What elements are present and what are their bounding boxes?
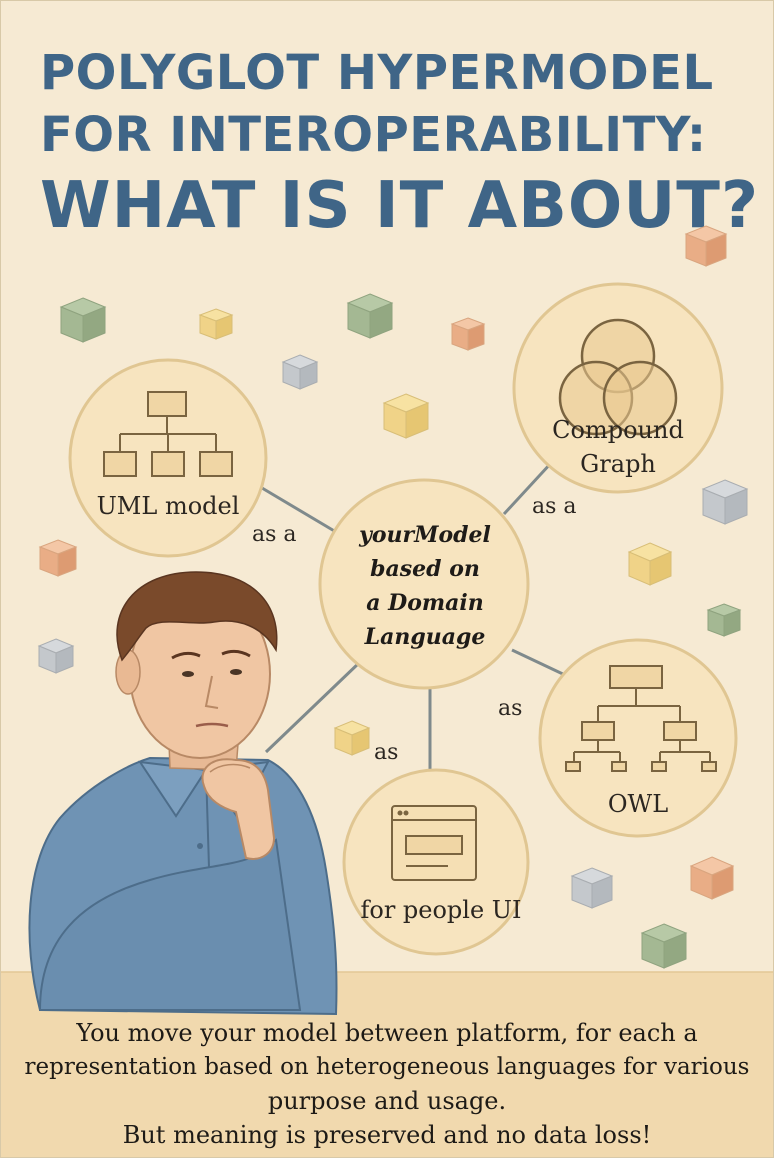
decorative-cubes [37, 225, 749, 969]
cube-icon [198, 308, 234, 340]
center-line-1: yourModel [359, 522, 491, 548]
owl-node-label: OWL [607, 790, 669, 818]
cube-icon [38, 539, 78, 577]
connector-uml [261, 486, 337, 534]
title-line-2: FOR INTEROPERABILITY: [40, 107, 707, 163]
connector-person [264, 660, 362, 754]
connectors [261, 460, 585, 776]
cube-icon [450, 317, 486, 351]
cube-icon [59, 297, 107, 343]
owl-edge-label: as [498, 696, 523, 721]
caption-line-4: But meaning is preserved and no data los… [122, 1121, 652, 1149]
center-line-4: Language [364, 624, 486, 650]
owl-node-circle [538, 638, 738, 838]
cube-icon [37, 638, 75, 674]
cube-icon [281, 354, 319, 390]
cube-icon [382, 393, 430, 439]
caption-line-2: representation based on heterogeneous la… [24, 1054, 750, 1080]
title-line-3: WHAT IS IT ABOUT? [40, 169, 760, 243]
uml-node-label: UML model [96, 492, 240, 520]
connector-compound [502, 460, 554, 516]
cube-icon [640, 923, 688, 969]
ui-window-icon [391, 805, 477, 881]
cube-icon [346, 293, 394, 339]
center-node-label: yourModel based on a Domain Language [330, 518, 520, 654]
caption-line-1: You move your model between platform, fo… [76, 1019, 698, 1047]
caption: You move your model between platform, fo… [10, 1016, 764, 1152]
thinking-person-illustration [28, 571, 338, 1016]
cube-icon [706, 603, 742, 637]
cube-icon [333, 720, 371, 756]
compound-node-label-line1: Compound [552, 416, 684, 444]
page-title: POLYGLOT HYPERMODEL FOR INTEROPERABILITY… [40, 42, 760, 246]
compound-edge-label: as a [532, 494, 577, 519]
cube-icon [627, 542, 673, 586]
cube-icon [684, 225, 728, 267]
center-node-circle [318, 478, 530, 690]
center-line-2: based on [370, 556, 480, 582]
cube-icon [689, 856, 735, 900]
caption-line-3: purpose and usage. [267, 1087, 507, 1115]
ui-node-label: for people UI [360, 896, 522, 924]
uml-edge-label: as a [252, 522, 297, 547]
ontology-tree-icon [565, 665, 717, 772]
venn-circles-icon [558, 318, 678, 436]
cube-icon [701, 479, 749, 525]
center-line-3: a Domain [366, 590, 484, 616]
title-line-1: POLYGLOT HYPERMODEL [40, 45, 714, 101]
compound-node-label-line2: Graph [580, 450, 656, 478]
hierarchy-diagram-icon [103, 391, 233, 477]
ui-edge-label: as [374, 740, 399, 765]
cube-icon [570, 867, 614, 909]
